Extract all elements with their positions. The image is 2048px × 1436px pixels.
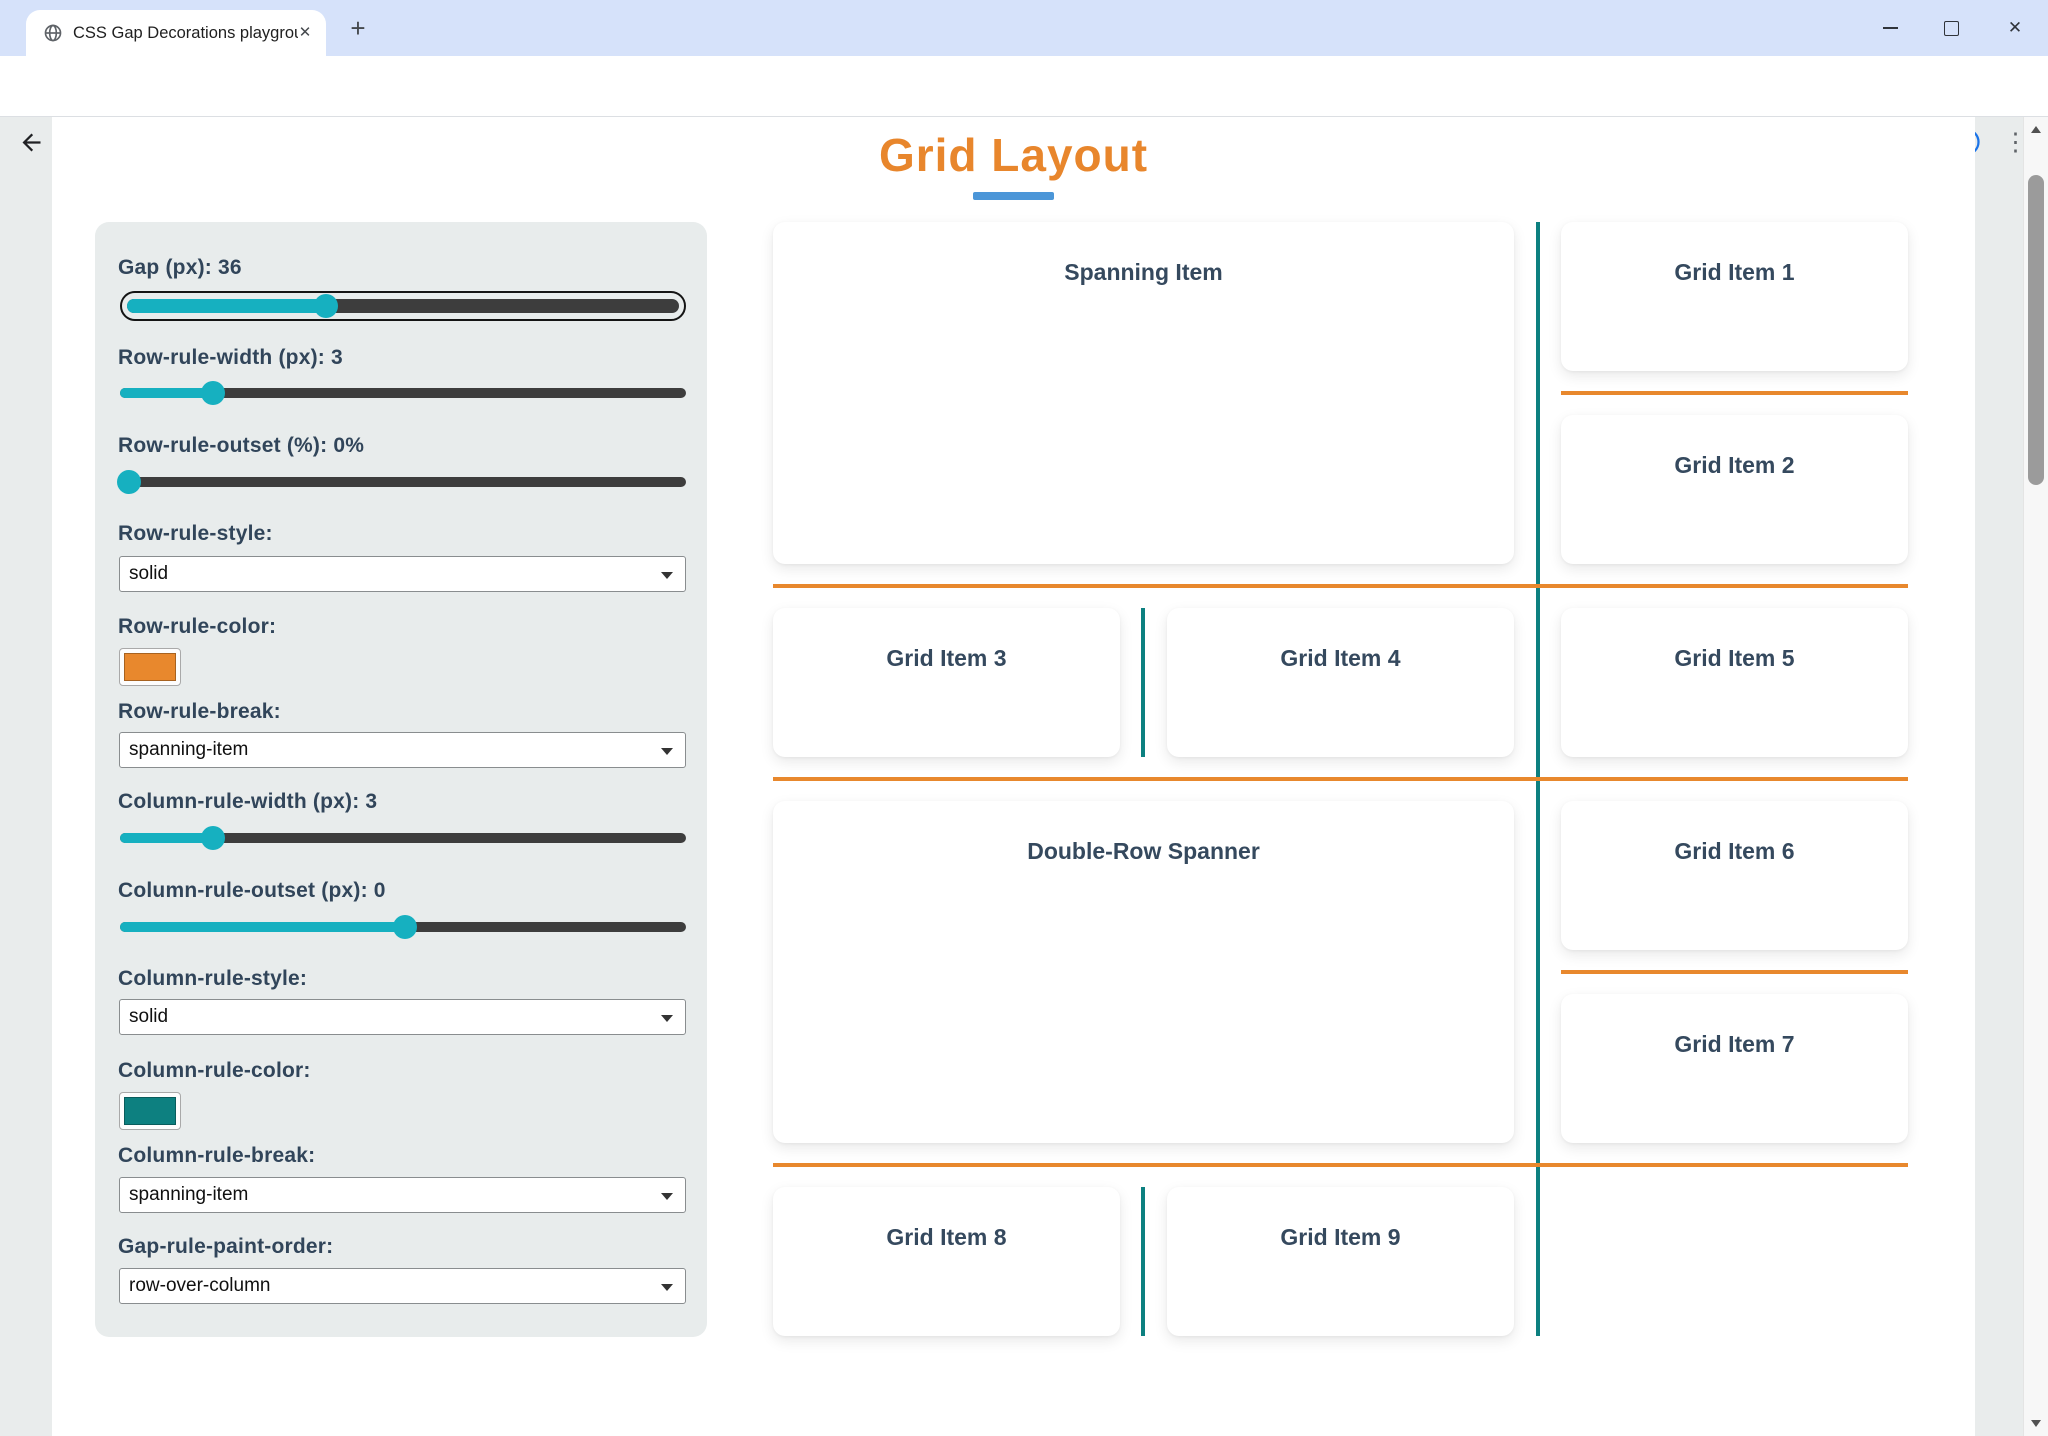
window-minimize-button[interactable] [1859, 0, 1921, 56]
grid-card-double-row-spanner: Double-Row Spanner [773, 801, 1514, 1143]
gap-slider-focus-ring [120, 291, 686, 321]
column-rule-style-select[interactable]: solid [119, 999, 686, 1035]
select-value: solid [129, 1006, 169, 1027]
grid-card-item-2: Grid Item 2 [1561, 415, 1908, 564]
maximize-icon [1944, 21, 1959, 36]
window-close-button[interactable]: ✕ [1984, 0, 2046, 56]
column-rule-break-select[interactable]: spanning-item [119, 1177, 686, 1213]
slider-thumb[interactable] [313, 294, 338, 318]
slider-fill [120, 922, 406, 932]
row-rule [1561, 391, 1908, 395]
column-rule-style-label: Column-rule-style: [118, 967, 308, 990]
select-value: spanning-item [129, 1184, 249, 1205]
browser-toolbar: microsoftedge.github.io/Demos/css-gap-de… [0, 56, 2048, 164]
scrollbar-thumb[interactable] [2028, 175, 2044, 485]
column-rule-width-label: Column-rule-width (px): 3 [118, 790, 378, 813]
slider-track[interactable] [120, 833, 686, 843]
slider-fill [120, 833, 214, 843]
row-rule-outset-slider[interactable] [116, 470, 686, 494]
select-value: spanning-item [129, 739, 249, 760]
grid-card-item-8: Grid Item 8 [773, 1187, 1120, 1336]
row-rule [773, 584, 1908, 588]
column-rule-color-input[interactable] [119, 1092, 181, 1130]
page-title: Grid Layout [878, 129, 1149, 181]
grid-card-item-1: Grid Item 1 [1561, 222, 1908, 371]
select-value: solid [129, 563, 169, 584]
row-rule [773, 1163, 1908, 1167]
title-underline [973, 192, 1054, 200]
row-rule-break-select[interactable]: spanning-item [119, 732, 686, 768]
row-rule-color-label: Row-rule-color: [118, 615, 277, 638]
back-button[interactable] [18, 129, 45, 156]
grid-card-item-9: Grid Item 9 [1167, 1187, 1514, 1336]
row-rule-color-input[interactable] [119, 648, 181, 686]
slider-track[interactable] [120, 388, 686, 398]
slider-track[interactable] [120, 477, 686, 487]
chevron-down-icon [661, 572, 673, 579]
chevron-down-icon [661, 1284, 673, 1291]
slider-thumb[interactable] [116, 470, 141, 494]
row-rule-break-label: Row-rule-break: [118, 700, 281, 723]
grid-card-item-6: Grid Item 6 [1561, 801, 1908, 950]
grid-card-item-7: Grid Item 7 [1561, 994, 1908, 1143]
tab-close-icon[interactable]: ✕ [298, 24, 312, 41]
column-rule-width-slider[interactable] [120, 826, 686, 850]
minimize-icon [1883, 27, 1898, 29]
slider-fill [127, 299, 326, 313]
column-rule-outset-label: Column-rule-outset (px): 0 [118, 879, 386, 902]
row-rule [1561, 970, 1908, 974]
chevron-down-icon [661, 1193, 673, 1200]
row-rule-width-slider[interactable] [120, 381, 686, 405]
slider-thumb[interactable] [393, 915, 418, 939]
page-scrollbar[interactable] [2023, 117, 2048, 1436]
slider-thumb[interactable] [201, 381, 226, 405]
window-close-icon: ✕ [2007, 18, 2023, 37]
column-rule [1141, 608, 1145, 757]
scroll-down-arrow-icon[interactable] [2031, 1420, 2041, 1427]
chevron-down-icon [661, 1015, 673, 1022]
window-maximize-button[interactable] [1920, 0, 1982, 56]
gap-slider-label: Gap (px): 36 [118, 256, 242, 279]
tab-strip: CSS Gap Decorations playgroun ✕ + ✕ [0, 0, 2048, 56]
slider-thumb[interactable] [201, 826, 226, 850]
column-rule-break-label: Column-rule-break: [118, 1144, 316, 1167]
tab-title: CSS Gap Decorations playgroun [73, 24, 298, 42]
grid-card-spanning-item: Spanning Item [773, 222, 1514, 564]
slider-fill [120, 388, 214, 398]
row-rule-width-label: Row-rule-width (px): 3 [118, 346, 343, 369]
row-rule-color-swatch [124, 653, 176, 681]
browser-menu-icon[interactable]: ⋮ [2003, 128, 2028, 156]
grid-card-item-4: Grid Item 4 [1167, 608, 1514, 757]
page-content: Grid Layout Gap (px): 36 Row-rule-width … [52, 117, 1975, 1436]
column-rule-color-swatch [124, 1097, 176, 1125]
select-value: row-over-column [129, 1275, 271, 1296]
column-rule-outset-slider[interactable] [120, 915, 686, 939]
row-rule-style-label: Row-rule-style: [118, 522, 273, 545]
browser-tab[interactable]: CSS Gap Decorations playgroun ✕ [26, 10, 326, 56]
scroll-up-arrow-icon[interactable] [2031, 126, 2041, 133]
new-tab-button[interactable]: + [350, 13, 366, 43]
column-rule [1141, 1187, 1145, 1336]
globe-favicon-icon [44, 24, 62, 42]
column-rule-color-label: Column-rule-color: [118, 1059, 311, 1082]
gap-slider[interactable] [127, 294, 679, 318]
chevron-down-icon [661, 748, 673, 755]
row-rule-style-select[interactable]: solid [119, 556, 686, 592]
row-rule-outset-label: Row-rule-outset (%): 0% [118, 434, 365, 457]
row-rule [773, 777, 1908, 781]
grid-card-item-3: Grid Item 3 [773, 608, 1120, 757]
gap-rule-paint-order-select[interactable]: row-over-column [119, 1268, 686, 1304]
grid-card-item-5: Grid Item 5 [1561, 608, 1908, 757]
gap-rule-paint-order-label: Gap-rule-paint-order: [118, 1235, 334, 1258]
controls-panel: Gap (px): 36 Row-rule-width (px): 3 Row-… [95, 222, 707, 1337]
